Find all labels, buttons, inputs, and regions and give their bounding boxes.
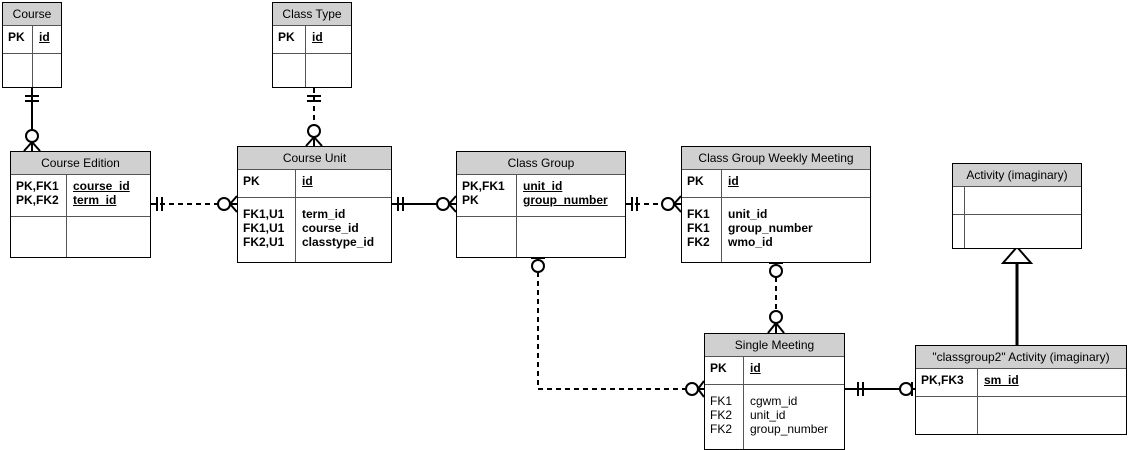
entity-class-group-weekly-meeting[interactable]: Class Group Weekly Meeting PK id FK1 FK1… — [681, 146, 871, 263]
pk-attr-cell: id — [312, 30, 323, 44]
entity-pk-section-course-edition: PK,FK1 PK,FK2 course_id term_id — [11, 175, 150, 217]
attr-value-cell — [306, 54, 351, 87]
entity-attr-section-activity — [953, 215, 1081, 248]
entity-pk-section-class-group: PK,FK1 PK unit_id group_number — [457, 175, 625, 217]
entity-class-type[interactable]: Class Type PK id — [272, 2, 352, 88]
edge-course-unit-to-class-group[interactable] — [392, 195, 457, 213]
entity-course-edition[interactable]: Course Edition PK,FK1 PK,FK2 course_id t… — [10, 151, 151, 258]
entity-activity-imaginary[interactable]: Activity (imaginary) — [952, 163, 1082, 249]
pk-key-cell: PK — [238, 170, 296, 197]
entity-pk-section-activity — [953, 187, 1081, 215]
attr-key-cell — [11, 217, 67, 257]
entity-single-meeting[interactable]: Single Meeting PK id FK1 FK2 FK2 cgwm_id… — [704, 333, 845, 450]
attr-key-cell — [953, 215, 965, 248]
edge-course-edition-to-course-unit[interactable] — [151, 195, 238, 213]
attr-value-cell — [978, 397, 1126, 434]
attr-key-cell — [457, 217, 517, 257]
edge-classgroup2-activity-inherits-activity[interactable] — [1000, 245, 1034, 345]
pk-attr-cell: unit_id group_number — [523, 179, 608, 207]
entity-title-class-type: Class Type — [273, 3, 351, 26]
inheritance-triangle-icon — [1000, 245, 1034, 264]
attr-value-cell — [67, 217, 150, 257]
attr-value-cell: unit_id group_number wmo_id — [728, 207, 813, 249]
attr-key-cell: FK1 FK1 FK2 — [682, 198, 722, 262]
entity-title-single-meeting: Single Meeting — [705, 334, 844, 357]
edge-class-group-to-single-meeting[interactable] — [531, 255, 705, 398]
entity-pk-section-cgwm: PK id — [682, 170, 870, 198]
entity-pk-section-single-meeting: PK id — [705, 357, 844, 385]
entity-title-course-edition: Course Edition — [11, 152, 150, 175]
entity-pk-section-course-unit: PK id — [238, 170, 391, 198]
pk-attr-cell: id — [302, 174, 313, 188]
entity-class-group[interactable]: Class Group PK,FK1 PK unit_id group_numb… — [456, 151, 626, 258]
attr-value-cell — [965, 215, 1081, 248]
entity-title-course: Course — [3, 3, 61, 26]
pk-key-cell: PK — [682, 170, 722, 197]
pk-attr-cell — [965, 187, 1081, 214]
pk-attr-cell: course_id term_id — [73, 179, 130, 207]
attr-value-cell — [33, 54, 61, 87]
attr-key-cell — [916, 397, 978, 434]
entity-attr-section-cgwm: FK1 FK1 FK2 unit_id group_number wmo_id — [682, 198, 870, 262]
entity-attr-section-course-unit: FK1,U1 FK1,U1 FK2,U1 term_id course_id c… — [238, 198, 391, 262]
entity-course-unit[interactable]: Course Unit PK id FK1,U1 FK1,U1 FK2,U1 t… — [237, 146, 392, 263]
entity-title-class-group: Class Group — [457, 152, 625, 175]
entity-classgroup2-activity-imaginary[interactable]: "classgroup2" Activity (imaginary) PK,FK… — [915, 345, 1127, 435]
entity-attr-section-class-type — [273, 54, 351, 87]
attr-value-cell — [517, 217, 625, 257]
entity-attr-section-course — [3, 54, 61, 87]
edge-single-meeting-to-classgroup2-activity[interactable] — [845, 382, 915, 396]
pk-key-cell: PK,FK3 — [916, 369, 978, 396]
pk-key-cell: PK — [273, 26, 306, 53]
entity-attr-section-class-group — [457, 217, 625, 257]
pk-attr-cell: sm_id — [984, 373, 1019, 387]
pk-attr-cell: id — [39, 30, 50, 44]
attr-value-cell: cgwm_id unit_id group_number — [750, 394, 829, 436]
entity-attr-section-single-meeting: FK1 FK2 FK2 cgwm_id unit_id group_number — [705, 385, 844, 449]
entity-pk-section-class-type: PK id — [273, 26, 351, 54]
entity-course[interactable]: Course PK id — [2, 2, 62, 88]
entity-pk-section-classgroup2-activity: PK,FK3 sm_id — [916, 369, 1126, 397]
entity-attr-section-course-edition — [11, 217, 150, 257]
attr-key-cell — [3, 54, 33, 87]
pk-key-cell: PK,FK1 PK,FK2 — [11, 175, 67, 216]
pk-key-cell: PK — [3, 26, 33, 53]
entity-title-course-unit: Course Unit — [238, 147, 391, 170]
pk-key-cell — [953, 187, 965, 214]
entity-title-class-group-weekly-meeting: Class Group Weekly Meeting — [682, 147, 870, 170]
attr-key-cell — [273, 54, 306, 87]
pk-key-cell: PK — [705, 357, 744, 384]
attr-key-cell: FK1 FK2 FK2 — [705, 385, 744, 449]
entity-title-activity-imaginary: Activity (imaginary) — [953, 164, 1081, 187]
edge-course-to-course-edition[interactable] — [23, 88, 41, 152]
edge-class-type-to-course-unit[interactable] — [305, 88, 323, 147]
edge-class-group-to-cgwm[interactable] — [626, 195, 682, 213]
attr-key-cell: FK1,U1 FK1,U1 FK2,U1 — [238, 198, 296, 262]
entity-attr-section-classgroup2-activity — [916, 397, 1126, 434]
pk-key-cell: PK,FK1 PK — [457, 175, 517, 216]
edge-cgwm-to-single-meeting[interactable] — [767, 260, 785, 334]
pk-attr-cell: id — [728, 174, 739, 188]
pk-attr-cell: id — [750, 361, 761, 375]
entity-pk-section-course: PK id — [3, 26, 61, 54]
entity-title-classgroup2-activity-imaginary: "classgroup2" Activity (imaginary) — [916, 346, 1126, 369]
attr-value-cell: term_id course_id classtype_id — [302, 207, 375, 249]
